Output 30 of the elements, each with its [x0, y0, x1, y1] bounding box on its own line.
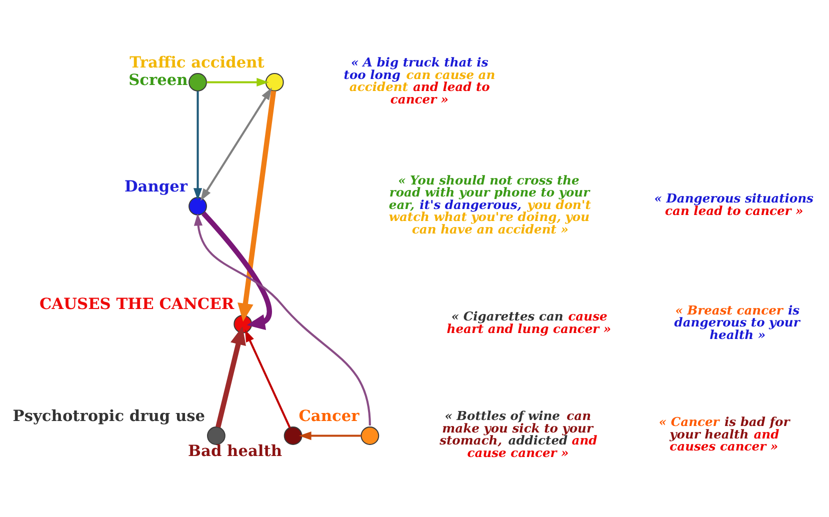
arrow — [298, 430, 362, 440]
node-circle — [360, 426, 380, 444]
label: « Bottles of wine can make you sick to your stomach, addicted and cause cancer » — [440, 407, 598, 460]
node-label: Danger — [124, 176, 188, 195]
node-circle — [188, 196, 207, 215]
node-circle — [284, 426, 302, 444]
node-label: Screen — [128, 70, 188, 88]
arrow — [200, 87, 272, 200]
label: « A big truck that is too long can cause an accident and lead to cancer » — [344, 54, 496, 106]
node-label: CAUSES THE CANCER — [39, 294, 234, 313]
arrow — [216, 326, 246, 428]
label: « Dangerous situations can lead to cancer » — [654, 190, 814, 218]
node-label: Psychotropic drug use — [12, 406, 206, 424]
arrow — [194, 212, 371, 426]
node-circle — [234, 314, 252, 333]
arrow — [244, 328, 291, 428]
arrow — [238, 90, 276, 322]
node-circle — [265, 72, 284, 91]
label: « You should not cross the road with your phone to your ear, it's dangerous, you don't watch what you're doing, you can have an accident » — [388, 172, 591, 236]
node-label: Cancer — [298, 406, 360, 424]
label: « Cigarettes can cause heart and lung cancer » — [446, 308, 612, 336]
arrow — [193, 90, 202, 200]
arrow — [206, 77, 269, 86]
node-circle — [206, 426, 226, 444]
node-label: Traffic accident — [130, 52, 264, 71]
node-label: Bad health — [188, 441, 282, 460]
arrow — [201, 210, 272, 330]
node-circle — [188, 72, 207, 91]
label: « Breast cancer is dangerous to your health » — [674, 302, 800, 342]
label: « Cancer is bad for your health and causes cancer » — [658, 414, 790, 454]
